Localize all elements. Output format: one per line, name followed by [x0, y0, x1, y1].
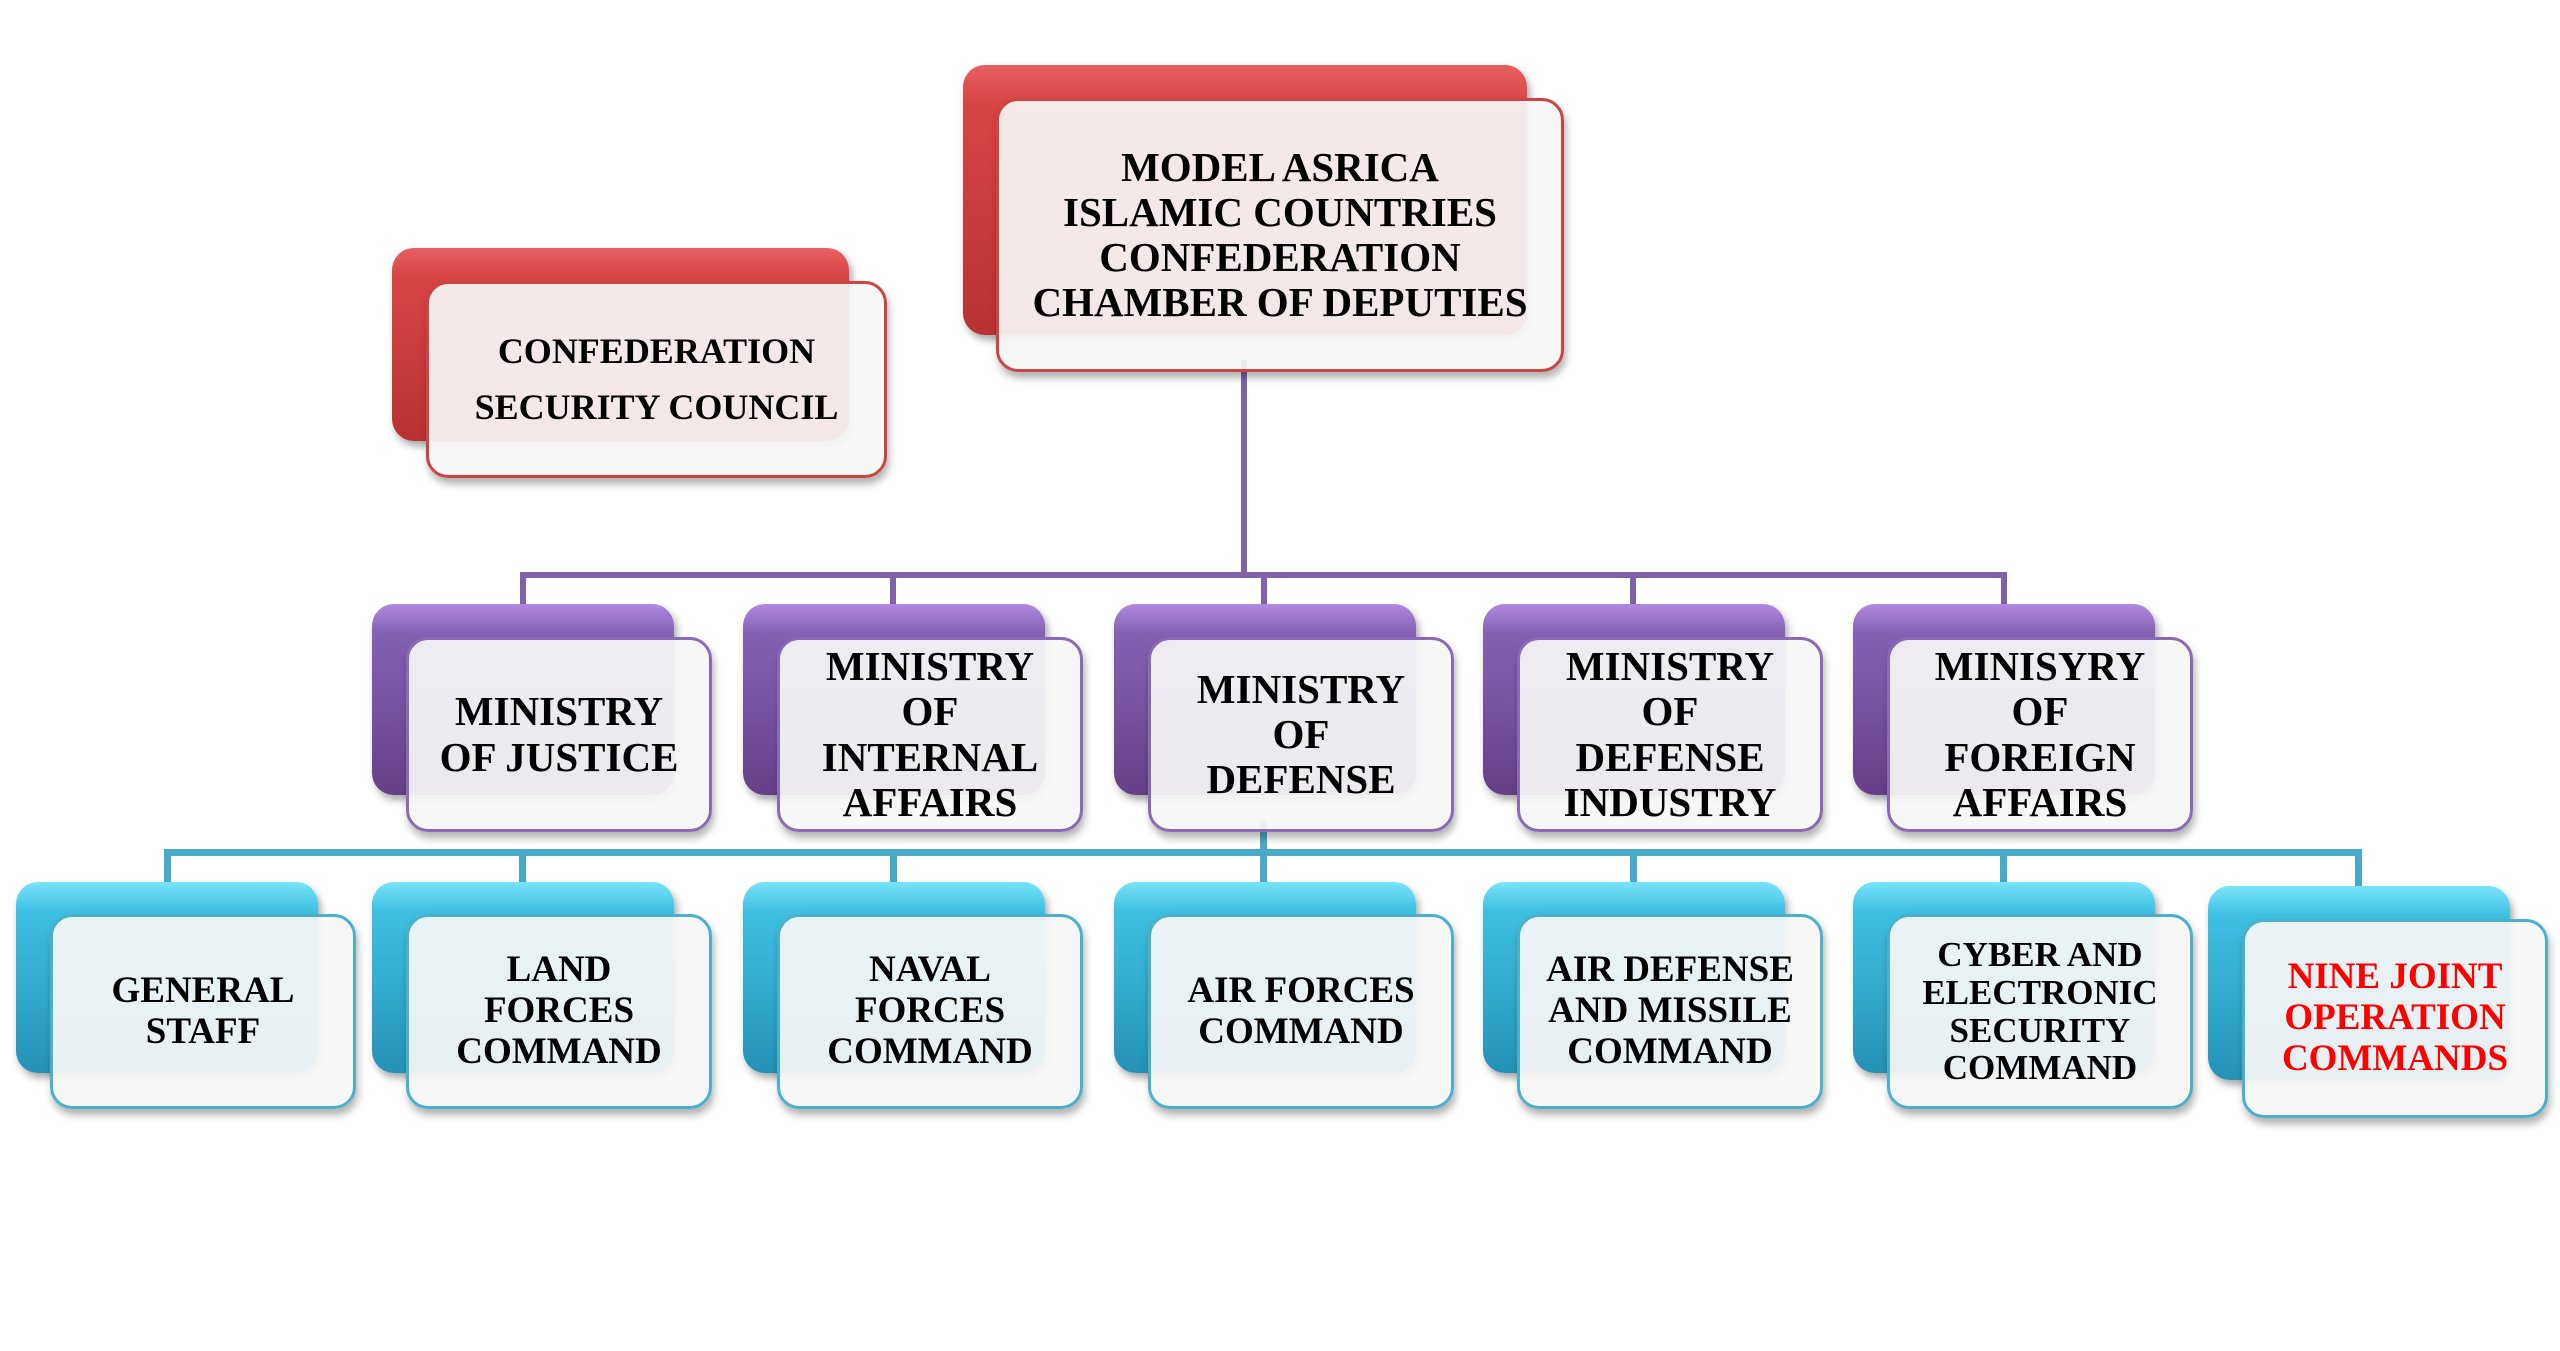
node-label: MINISYRY OF FOREIGN AFFAIRS [1934, 643, 2146, 825]
ministry-drop-line [1630, 572, 1636, 608]
node-card: CONFEDERATION SECURITY COUNCIL [426, 281, 887, 478]
node-label: NINE JOINT OPERATION COMMANDS [2281, 956, 2509, 1079]
node-label: MINISTRY OF DEFENSE [1196, 665, 1406, 803]
node-card: MINISTRY OF JUSTICE [406, 637, 712, 832]
node-label: CONFEDERATION SECURITY COUNCIL [474, 330, 839, 427]
node-label: MINISTRY OF JUSTICE [439, 688, 679, 780]
command-drop-line [519, 849, 526, 886]
command-drop-line [1630, 849, 1637, 886]
node-card: LAND FORCES COMMAND [406, 914, 712, 1109]
node-card: MINISTRY OF INTERNAL AFFAIRS [777, 637, 1083, 832]
connector-defense-to-commands [1260, 820, 1267, 856]
node-card: MINISTRY OF DEFENSE [1148, 637, 1454, 832]
node-label: LAND FORCES COMMAND [456, 949, 662, 1072]
node-label: MINISTRY OF DEFENSE INDUSTRY [1563, 643, 1777, 825]
node-card: AIR DEFENSE AND MISSILE COMMAND [1517, 914, 1823, 1109]
node-label: MINISTRY OF INTERNAL AFFAIRS [821, 643, 1039, 825]
command-drop-line [890, 849, 897, 886]
node-card: GENERAL STAFF [50, 914, 356, 1109]
node-card: MINISTRY OF DEFENSE INDUSTRY [1517, 637, 1823, 832]
command-drop-line [2000, 849, 2007, 886]
node-label: AIR DEFENSE AND MISSILE COMMAND [1546, 949, 1794, 1072]
node-label: NAVAL FORCES COMMAND [827, 949, 1033, 1072]
connector-top-to-ministries [1241, 360, 1247, 578]
node-card: MINISYRY OF FOREIGN AFFAIRS [1887, 637, 2193, 832]
command-drop-line [164, 849, 171, 886]
node-card: MODEL ASRICA ISLAMIC COUNTRIES CONFEDERA… [996, 98, 1564, 372]
node-label: CYBER AND ELECTRONIC SECURITY COMMAND [1922, 934, 2158, 1088]
node-label: MODEL ASRICA ISLAMIC COUNTRIES CONFEDERA… [1032, 143, 1528, 326]
command-drop-line [2355, 849, 2362, 886]
node-card: AIR FORCES COMMAND [1148, 914, 1454, 1109]
command-drop-line [1260, 849, 1267, 886]
node-card: NAVAL FORCES COMMAND [777, 914, 1083, 1109]
node-label: GENERAL STAFF [111, 969, 295, 1052]
ministry-drop-line [2001, 572, 2007, 608]
ministry-drop-line [520, 572, 526, 608]
node-label: AIR FORCES COMMAND [1187, 969, 1415, 1052]
node-card: CYBER AND ELECTRONIC SECURITY COMMAND [1887, 914, 2193, 1109]
ministry-drop-line [1261, 572, 1267, 608]
ministry-drop-line [890, 572, 896, 608]
node-card: NINE JOINT OPERATION COMMANDS [2242, 919, 2548, 1118]
